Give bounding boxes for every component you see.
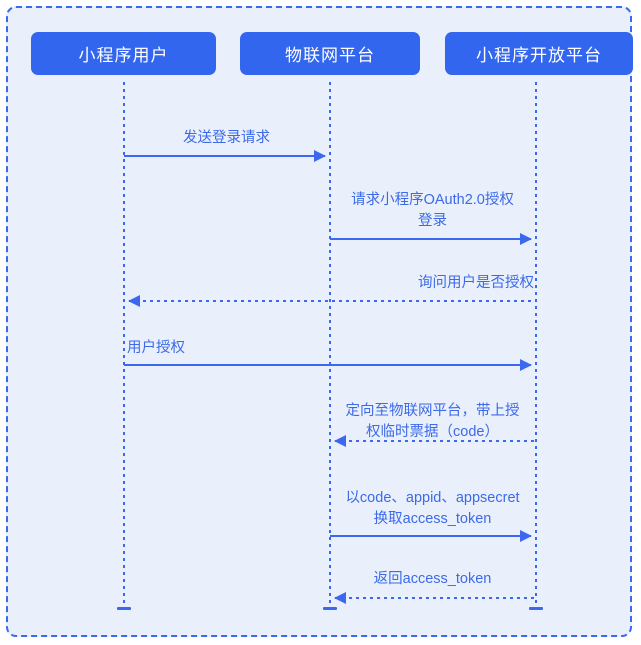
lifeline-foot-iot — [323, 607, 337, 610]
arrowhead-right-icon — [520, 359, 532, 371]
participant-label-openplat: 小程序开放平台 — [476, 46, 602, 65]
message-arrow-1 — [124, 150, 326, 162]
lifeline-iot — [329, 82, 331, 609]
message-arrow-2 — [330, 233, 532, 245]
message-arrow-4 — [124, 359, 532, 371]
lifeline-foot-user — [117, 607, 131, 610]
participant-label-iot: 物联网平台 — [285, 46, 375, 65]
arrowhead-left-icon — [334, 435, 346, 447]
arrowhead-left-icon — [334, 592, 346, 604]
message-arrow-6 — [330, 530, 532, 542]
message-label-6: 以code、appid、appsecret 换取access_token — [345, 490, 520, 527]
message-arrow-3 — [128, 295, 536, 307]
message-arrow-7 — [334, 592, 536, 604]
message-label-2: 请求小程序OAuth2.0授权 登录 — [351, 192, 514, 229]
lifeline-foot-openplat — [529, 607, 543, 610]
arrowhead-right-icon — [520, 233, 532, 245]
sequence-diagram-canvas: 小程序用户 物联网平台 小程序开放平台 发送登录请求 请求小程序OAuth2.0… — [6, 6, 633, 637]
arrowhead-left-icon — [128, 295, 140, 307]
lifeline-user — [123, 82, 125, 609]
message-label-4: 用户授权 — [127, 340, 185, 356]
participant-box-iot[interactable]: 物联网平台 — [240, 32, 420, 75]
message-label-3: 询问用户是否授权 — [418, 275, 534, 291]
participant-label-user: 小程序用户 — [78, 46, 169, 65]
participant-box-user[interactable]: 小程序用户 — [31, 32, 216, 75]
arrowhead-right-icon — [520, 530, 532, 542]
message-label-1: 发送登录请求 — [183, 130, 270, 146]
message-label-7: 返回access_token — [373, 571, 492, 587]
lifeline-openplat — [535, 82, 537, 609]
message-arrow-5 — [334, 435, 536, 447]
message-label-5: 定向至物联网平台，带上授 权临时票据（code） — [345, 403, 520, 440]
arrowhead-right-icon — [314, 150, 326, 162]
participant-box-openplat[interactable]: 小程序开放平台 — [445, 32, 633, 75]
